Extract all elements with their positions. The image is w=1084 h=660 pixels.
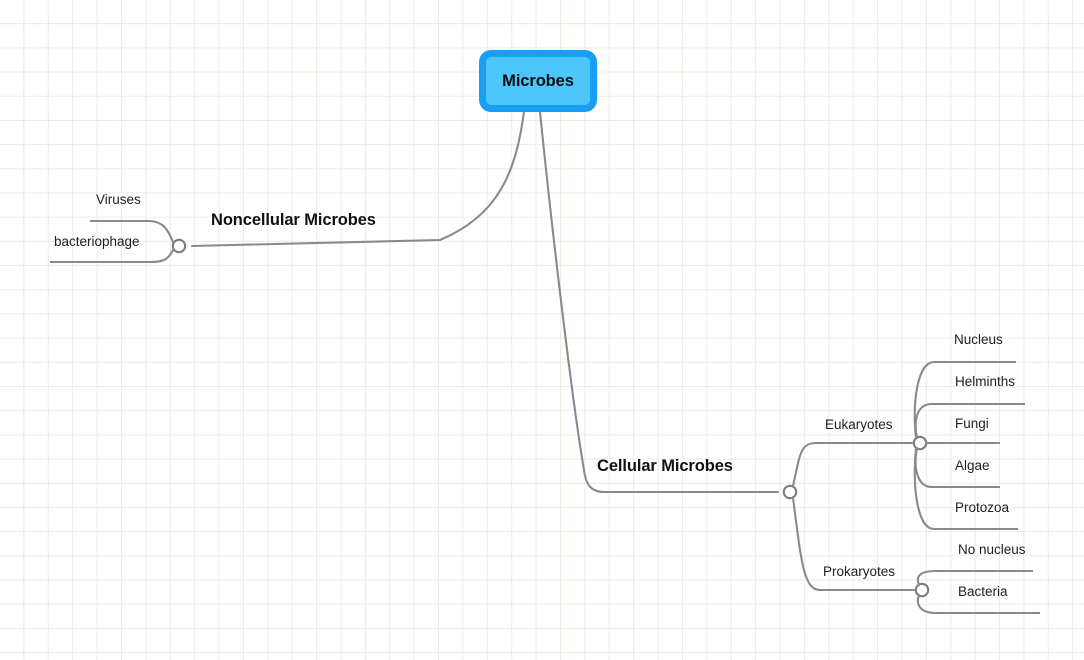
edge-eukaryotes-to-helminths	[914, 402, 950, 440]
edge-eukaryotes-to-algae	[914, 446, 950, 489]
edge-cellular-to-eukaryotes	[791, 441, 914, 488]
leaf-label-no-nucleus[interactable]: No nucleus	[958, 542, 1026, 557]
edge-cellular-to-prokaryotes	[791, 496, 916, 592]
junction-prokaryotes	[914, 582, 930, 598]
node-label-prokaryotes[interactable]: Prokaryotes	[823, 564, 896, 579]
node-label-viruses[interactable]: Viruses	[96, 192, 141, 207]
edge-prokaryotes-to-no-nucleus	[916, 569, 954, 587]
root-node-microbes[interactable]: Microbes	[479, 50, 597, 112]
leaf-label-fungi[interactable]: Fungi	[955, 416, 989, 431]
edge-noncellular-to-viruses	[90, 219, 175, 244]
edge-eukaryotes-to-protozoa	[913, 446, 950, 531]
branch-label-cellular-microbes[interactable]: Cellular Microbes	[597, 457, 733, 475]
edge-root-to-cellular	[538, 110, 780, 494]
node-label-eukaryotes[interactable]: Eukaryotes	[825, 417, 893, 432]
edge-prokaryotes-to-bacteria	[916, 593, 954, 615]
branch-label-noncellular-microbes[interactable]: Noncellular Microbes	[211, 211, 376, 229]
leaf-label-helminths[interactable]: Helminths	[955, 374, 1016, 389]
junction-cellular	[782, 484, 798, 500]
edge-eukaryotes-to-nucleus	[913, 360, 950, 440]
leaf-label-algae[interactable]: Algae	[955, 458, 990, 473]
edge-noncellular-to-bacteriophage	[50, 248, 175, 264]
leaf-label-protozoa[interactable]: Protozoa	[955, 500, 1010, 515]
edge-root-to-noncellular	[190, 110, 526, 248]
root-node-label: Microbes	[502, 71, 574, 90]
node-label-bacteriophage[interactable]: bacteriophage	[54, 234, 140, 249]
junction-noncellular	[171, 238, 187, 254]
leaf-label-bacteria[interactable]: Bacteria	[958, 584, 1008, 599]
leaf-label-nucleus[interactable]: Nucleus	[954, 332, 1003, 347]
